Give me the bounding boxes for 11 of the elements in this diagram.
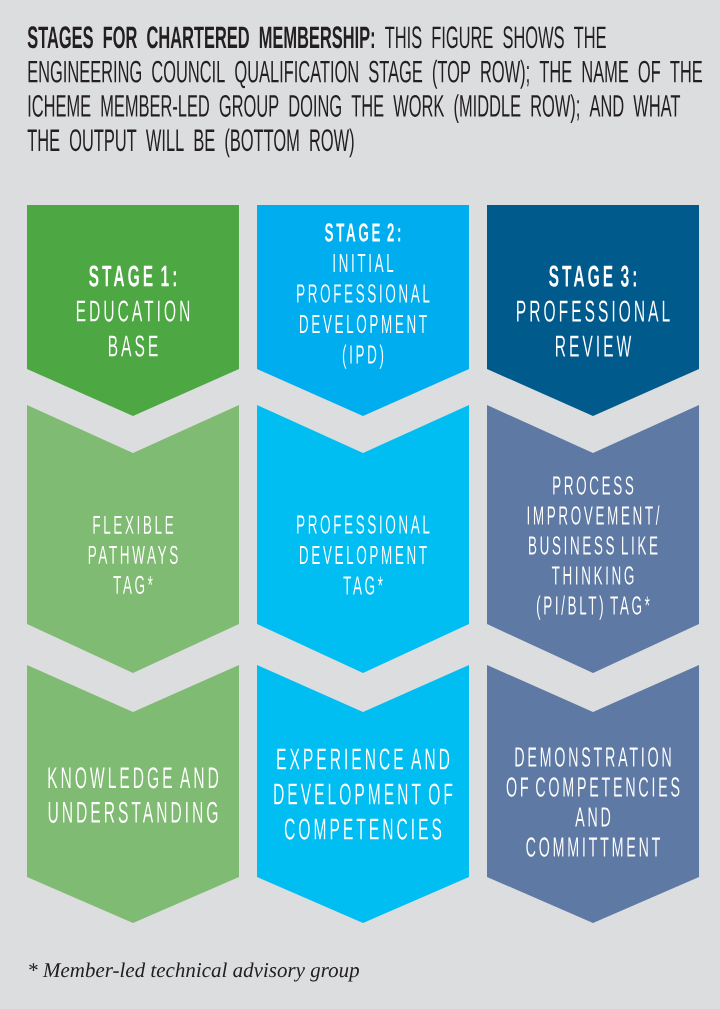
text-panel: DEMONSTRATION OF COMPETENCIES AND COMMITTMENT xyxy=(487,665,699,923)
text-panel: STAGE 3: PROFESSIONAL REVIEW xyxy=(487,205,699,416)
text-panel: EXPERIENCE AND DEVELOPMENT OF COMPETENCIES xyxy=(257,665,469,923)
text-panel: STAGE 2: INITIAL PROFESSIONAL DEVELOPMENT (IPD) xyxy=(257,205,469,416)
text-panel: STAGE 1: EDUCATION BASE xyxy=(27,205,239,416)
text-panel: PROFESSIONAL DEVELOPMENT TAG* xyxy=(257,405,469,673)
text-panel: FLEXIBLE PATHWAYS TAG* xyxy=(27,405,239,673)
figure-title: STAGES FOR CHARTERED MEMBERSHIP: THIS FIGURE SHOWS THE ENGINEERING COUNCIL QUALIFICATION STAGE (TOP ROW); THE NAME OF THE ICHEME MEMBER-LED GROUP DOING THE WORK (MIDDLE ROW); AND WHAT THE OUTPUT WILL BE (BOTTOM ROW) xyxy=(27,26,702,158)
footnote: * Member-led technical advisory group xyxy=(29,962,359,982)
text-panel: PROCESS IMPROVEMENT/ BUSINESS LIKE THINKING (PI/BLT) TAG* xyxy=(487,405,699,673)
text-panel: KNOWLEDGE AND UNDERSTANDING xyxy=(27,665,239,923)
